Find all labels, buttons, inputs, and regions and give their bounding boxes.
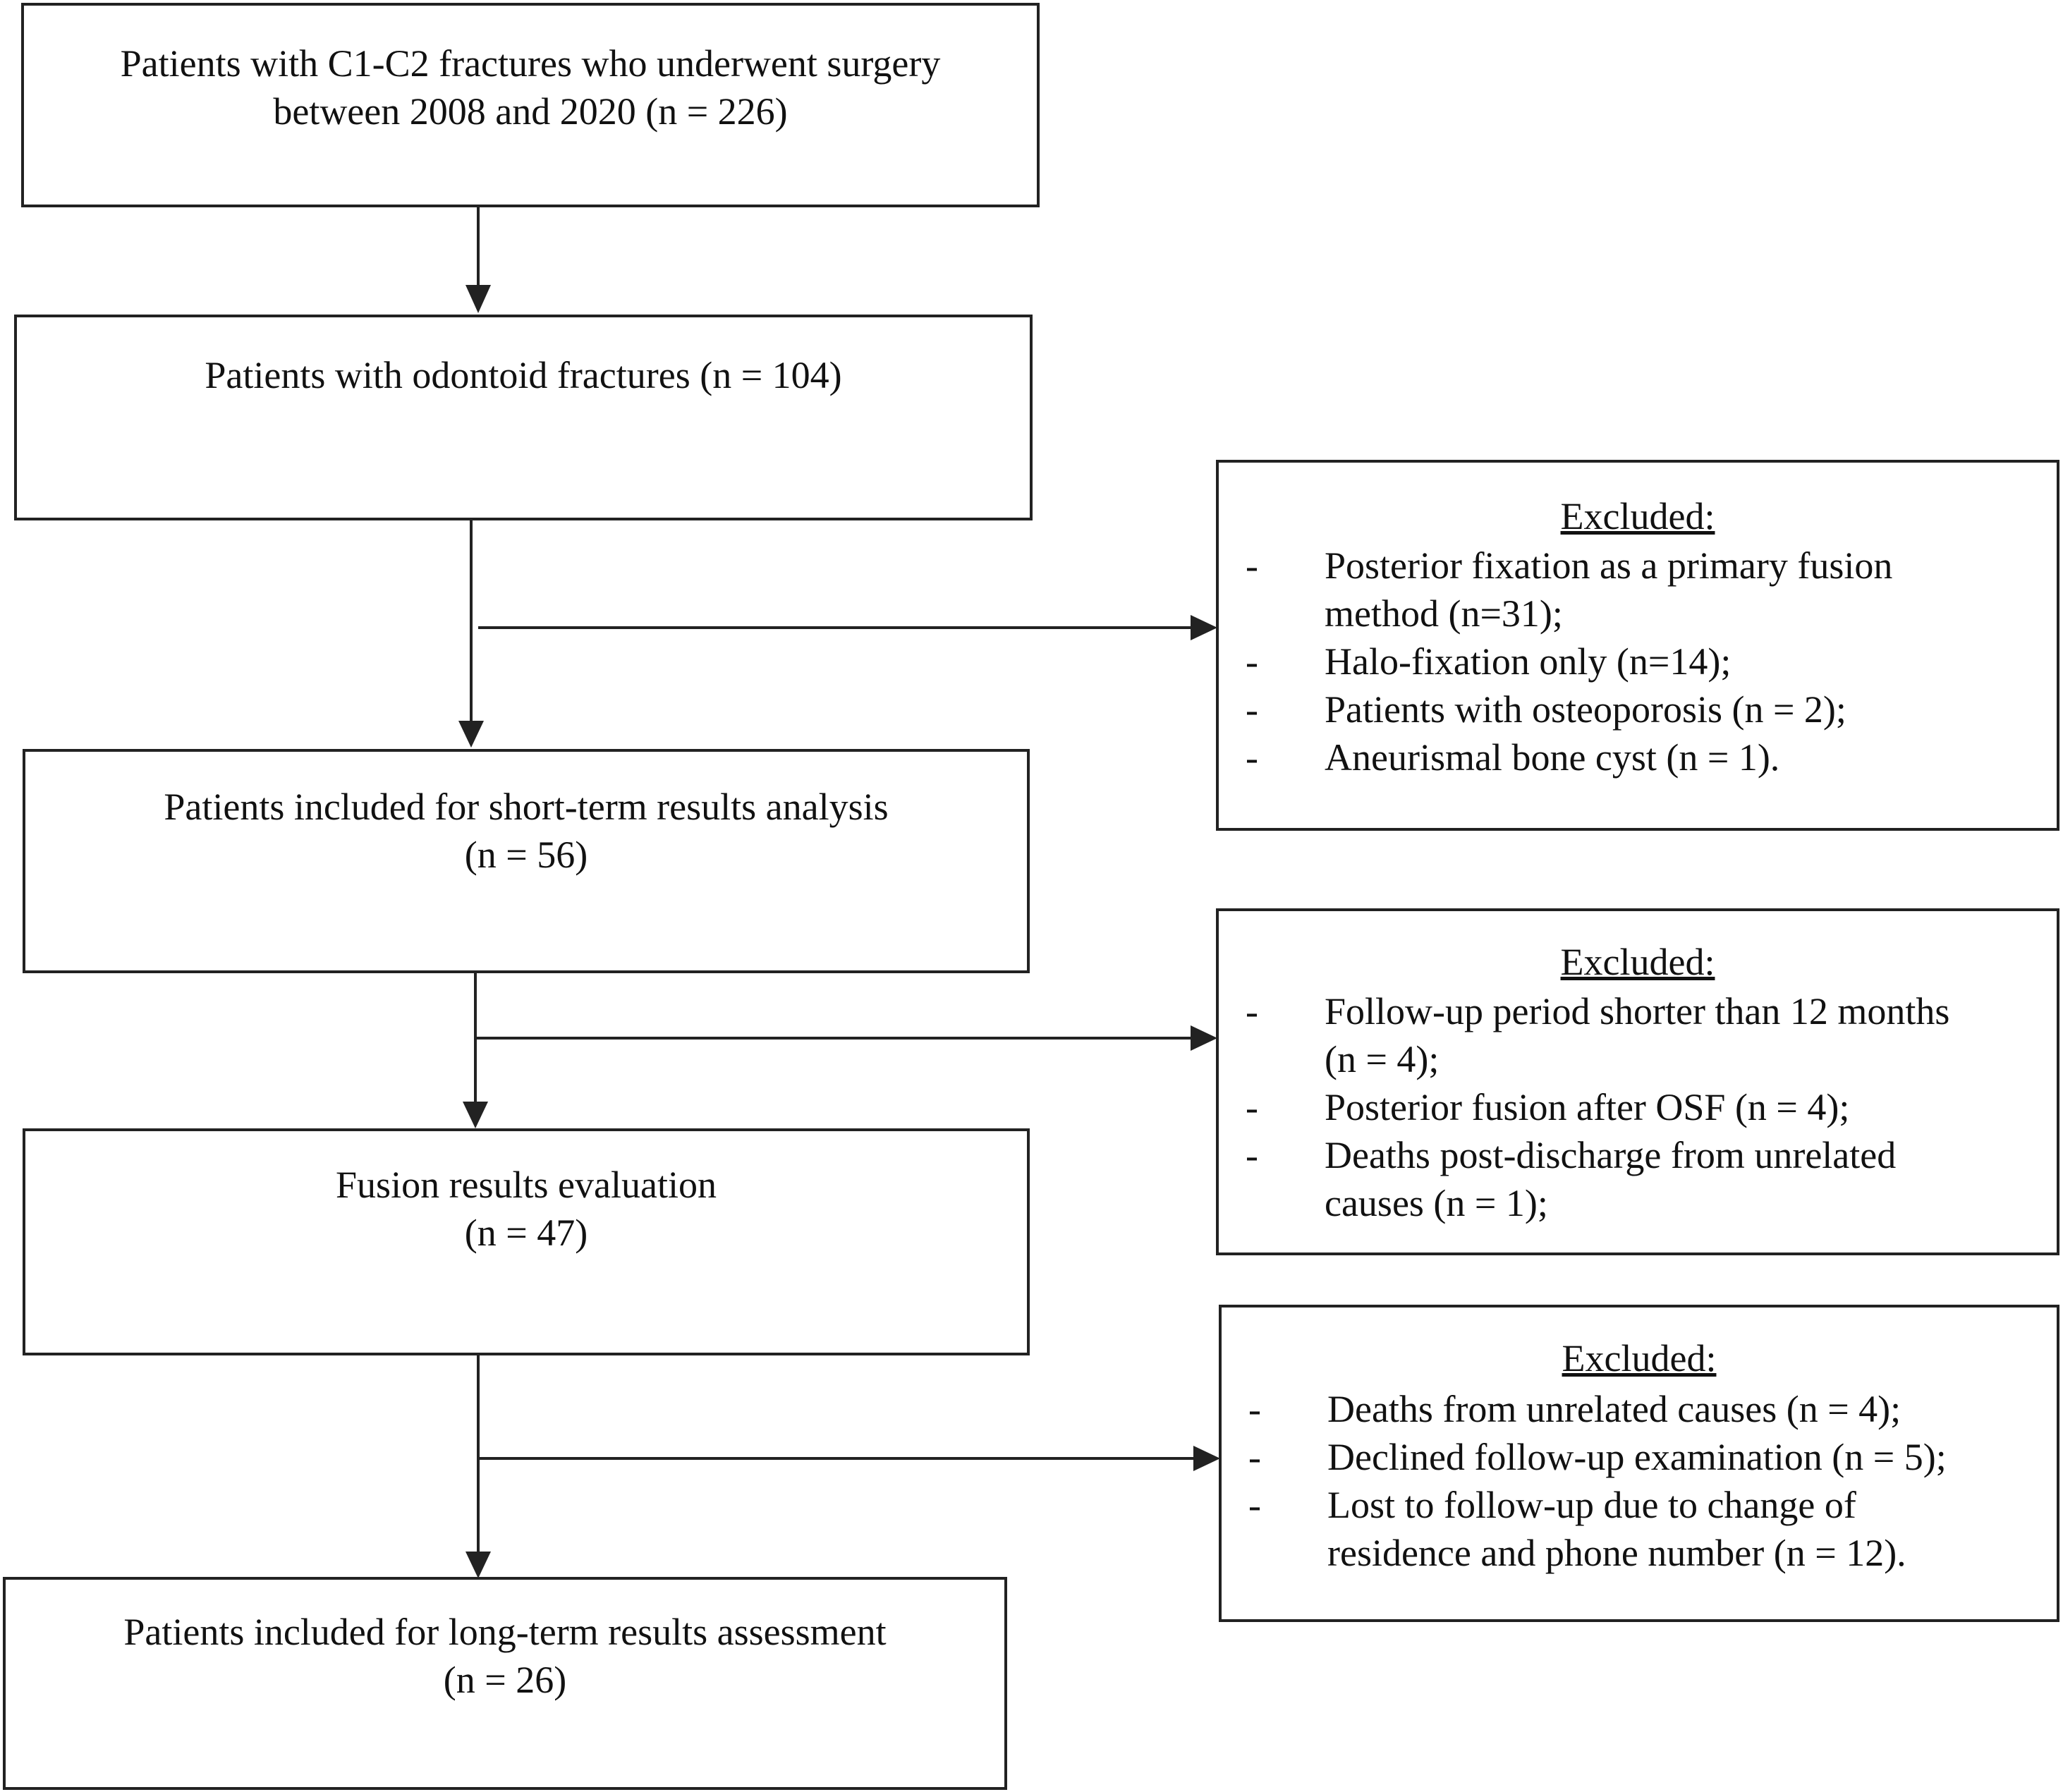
box-short-term-line-2: (n = 56): [464, 834, 588, 876]
exclusion-2-item-2: - Posterior fusion after OSF (n = 4);: [1219, 1083, 2057, 1131]
exclusion-1-item-1-line-2: method (n=31);: [1325, 592, 1563, 635]
box-long-term: Patients included for long-term results …: [3, 1577, 1007, 1790]
bullet-dash: -: [1246, 544, 1258, 587]
box-odontoid: Patients with odontoid fractures (n = 10…: [14, 315, 1033, 520]
exclusion-2-item-2-line-1: Posterior fusion after OSF (n = 4);: [1325, 1086, 1850, 1128]
exclusion-1-item-1: - Posterior fixation as a primary fusion…: [1219, 542, 2057, 638]
box-initial-line-1: Patients with C1-C2 fractures who underw…: [120, 42, 941, 85]
exclusion-1-item-2: - Halo-fixation only (n=14);: [1219, 638, 2057, 685]
box-odontoid-line-1: Patients with odontoid fractures (n = 10…: [205, 354, 842, 396]
bullet-dash: -: [1246, 1134, 1258, 1176]
arrowhead-exclusion-3: [1193, 1446, 1220, 1471]
bullet-dash: -: [1248, 1484, 1261, 1526]
exclusion-box-1: Excluded: - Posterior fixation as a prim…: [1216, 460, 2059, 831]
box-long-term-line-1: Patients included for long-term results …: [123, 1611, 887, 1653]
arrowhead-short-term: [458, 721, 484, 748]
exclusion-3-item-1-line-1: Deaths from unrelated causes (n = 4);: [1327, 1388, 1901, 1430]
exclusion-2-item-3: - Deaths post-discharge from unrelated c…: [1219, 1131, 2057, 1227]
exclusion-box-3-title: Excluded:: [1562, 1337, 1717, 1379]
box-long-term-line-2: (n = 26): [443, 1659, 567, 1701]
bullet-dash: -: [1248, 1388, 1261, 1430]
box-short-term-text: Patients included for short-term results…: [25, 783, 1027, 879]
exclusion-3-item-1: - Deaths from unrelated causes (n = 4);: [1222, 1385, 2057, 1433]
arrowhead-exclusion-2: [1191, 1025, 1217, 1051]
exclusion-1-item-3: - Patients with osteoporosis (n = 2);: [1219, 685, 2057, 733]
exclusion-1-item-4: - Aneurismal bone cyst (n = 1).: [1219, 733, 2057, 781]
exclusion-3-item-3: - Lost to follow-up due to change of res…: [1222, 1481, 2057, 1577]
box-fusion-text: Fusion results evaluation (n = 47): [25, 1161, 1027, 1257]
box-fusion-line-1: Fusion results evaluation: [336, 1164, 717, 1206]
exclusion-1-item-4-line-1: Aneurismal bone cyst (n = 1).: [1325, 736, 1780, 779]
bullet-dash: -: [1246, 640, 1258, 683]
box-initial: Patients with C1-C2 fractures who underw…: [21, 3, 1040, 207]
box-short-term-line-1: Patients included for short-term results…: [164, 786, 889, 828]
exclusion-2-item-1: - Follow-up period shorter than 12 month…: [1219, 987, 2057, 1083]
exclusion-1-item-2-line-1: Halo-fixation only (n=14);: [1325, 640, 1732, 683]
exclusion-2-item-1-line-1: Follow-up period shorter than 12 months: [1325, 990, 1950, 1032]
exclusion-1-item-1-line-1: Posterior fixation as a primary fusion: [1325, 544, 1893, 587]
bullet-dash: -: [1246, 688, 1258, 731]
exclusion-1-item-3-line-1: Patients with osteoporosis (n = 2);: [1325, 688, 1846, 731]
exclusion-3-item-2: - Declined follow-up examination (n = 5)…: [1222, 1433, 2057, 1481]
arrowhead-long-term: [465, 1552, 491, 1578]
exclusion-box-2-list: - Follow-up period shorter than 12 month…: [1219, 987, 2057, 1227]
exclusion-box-1-title: Excluded:: [1560, 495, 1715, 537]
box-fusion: Fusion results evaluation (n = 47): [23, 1128, 1030, 1355]
exclusion-box-3-list: - Deaths from unrelated causes (n = 4); …: [1222, 1385, 2057, 1577]
exclusion-3-item-2-line-1: Declined follow-up examination (n = 5);: [1327, 1436, 1947, 1478]
arrowhead-odontoid: [465, 285, 491, 313]
exclusion-box-3: Excluded: - Deaths from unrelated causes…: [1219, 1305, 2059, 1622]
box-long-term-text: Patients included for long-term results …: [6, 1608, 1004, 1704]
exclusion-3-item-3-line-2: residence and phone number (n = 12).: [1327, 1532, 1906, 1574]
bullet-dash: -: [1248, 1436, 1261, 1478]
box-initial-line-2: between 2008 and 2020 (n = 226): [273, 90, 788, 133]
bullet-dash: -: [1246, 736, 1258, 779]
bullet-dash: -: [1246, 1086, 1258, 1128]
exclusion-box-2: Excluded: - Follow-up period shorter tha…: [1216, 908, 2059, 1255]
exclusion-2-item-3-line-1: Deaths post-discharge from unrelated: [1325, 1134, 1897, 1176]
exclusion-2-item-1-line-2: (n = 4);: [1325, 1038, 1440, 1080]
exclusion-2-item-3-line-2: causes (n = 1);: [1325, 1182, 1548, 1224]
box-odontoid-text: Patients with odontoid fractures (n = 10…: [17, 351, 1030, 399]
box-initial-text: Patients with C1-C2 fractures who underw…: [24, 39, 1037, 135]
exclusion-box-1-list: - Posterior fixation as a primary fusion…: [1219, 542, 2057, 781]
arrowhead-fusion: [463, 1102, 488, 1128]
exclusion-box-2-title: Excluded:: [1560, 941, 1715, 983]
exclusion-3-item-3-line-1: Lost to follow-up due to change of: [1327, 1484, 1856, 1526]
arrowhead-exclusion-1: [1191, 615, 1217, 640]
box-fusion-line-2: (n = 47): [464, 1212, 588, 1254]
bullet-dash: -: [1246, 990, 1258, 1032]
box-short-term: Patients included for short-term results…: [23, 749, 1030, 973]
